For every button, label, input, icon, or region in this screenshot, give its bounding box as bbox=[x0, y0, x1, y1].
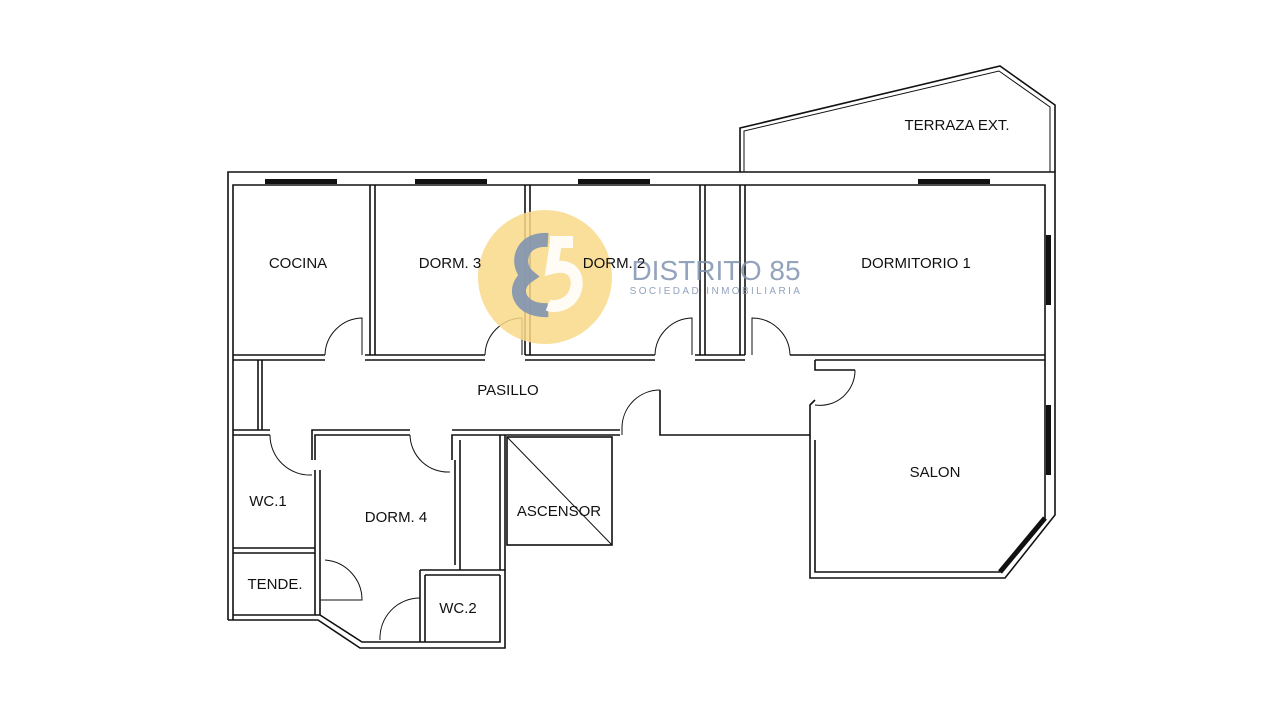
distrito-85-watermark: DISTRITO 85 SOCIEDAD INMOBILIARIA bbox=[478, 210, 803, 344]
doors bbox=[269, 317, 856, 641]
room-label-dormitorio1: DORMITORIO 1 bbox=[861, 255, 971, 272]
windows bbox=[265, 179, 1051, 574]
room-label-salon: SALON bbox=[910, 464, 961, 481]
room-label-wc2: WC.2 bbox=[439, 600, 477, 617]
terrace-outline bbox=[739, 65, 1056, 172]
room-label-dorm4: DORM. 4 bbox=[365, 509, 428, 526]
room-label-dorm2: DORM. 2 bbox=[583, 255, 646, 272]
room-label-ascensor: ASCENSOR bbox=[517, 503, 601, 520]
room-label-pasillo: PASILLO bbox=[477, 382, 538, 399]
room-label-wc1: WC.1 bbox=[249, 493, 287, 510]
outer-walls bbox=[227, 171, 1056, 649]
watermark-tagline: SOCIEDAD INMOBILIARIA bbox=[630, 286, 803, 297]
room-label-dorm3: DORM. 3 bbox=[419, 255, 482, 272]
elevator-shaft bbox=[506, 436, 613, 546]
room-label-tende: TENDE. bbox=[247, 576, 302, 593]
watermark-brand: DISTRITO 85 bbox=[631, 255, 800, 286]
room-label-terraza: TERRAZA EXT. bbox=[904, 117, 1009, 134]
interior-walls bbox=[233, 185, 1045, 642]
room-label-cocina: COCINA bbox=[269, 255, 327, 272]
watermark-circle bbox=[478, 210, 612, 344]
logo-mark-icon bbox=[512, 233, 549, 318]
